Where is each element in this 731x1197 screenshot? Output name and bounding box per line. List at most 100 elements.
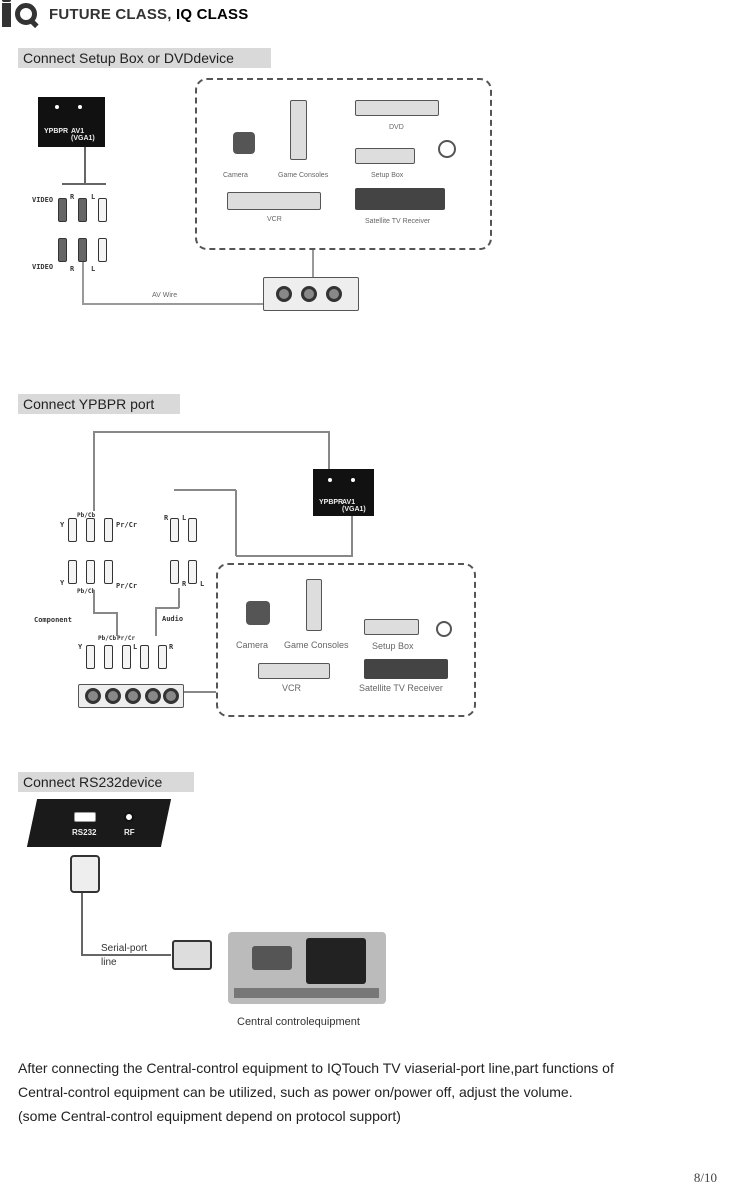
bottom-r-plug <box>158 645 167 669</box>
bottom-l-plug <box>140 645 149 669</box>
component-out-box <box>78 684 184 708</box>
bottom-l-label: L <box>133 643 138 651</box>
pb-plug-2 <box>86 560 95 584</box>
game-console-icon <box>290 100 307 160</box>
l-label-1: L <box>91 193 96 201</box>
l-label-2: L <box>91 265 96 273</box>
rca-jack-icon <box>276 286 292 302</box>
section1-title: Connect Setup Box or DVDdevice <box>18 48 271 68</box>
ypbpr-jack-icon <box>326 476 334 484</box>
section1-device-group: Camera Game Consoles DVD Setup Box VCR S… <box>195 78 492 250</box>
ypbpr-panel-wire <box>328 431 330 469</box>
section2-tv-panel: YPBPR AV1 (VGA1) <box>313 469 374 516</box>
game-console-icon <box>306 579 322 631</box>
rca-jack-icon <box>105 688 121 704</box>
ypbpr-top-wire <box>93 431 329 433</box>
audio-r-plug <box>170 518 179 542</box>
keypad-icon <box>306 938 366 984</box>
page-number: 8/10 <box>693 1170 717 1185</box>
audio-l-label: L <box>182 514 187 522</box>
av-wire-horizontal <box>82 303 266 305</box>
satellite-dish-icon <box>438 140 456 158</box>
cable-split <box>62 183 106 185</box>
satellite-receiver-icon <box>355 188 445 210</box>
io-ports-icon <box>234 988 379 998</box>
video-plug <box>58 198 67 222</box>
pr-plug <box>104 518 113 542</box>
av1-jack-icon <box>349 476 357 484</box>
r-plug-2 <box>78 238 87 262</box>
ypbpr-left-wire <box>93 431 95 511</box>
audio-upper-wire <box>174 489 236 491</box>
r-plug <box>78 198 87 222</box>
port-av1-label: AV1 (VGA1) <box>342 499 366 513</box>
satellite-receiver-icon <box>364 659 448 679</box>
component-bottom-wire <box>93 612 117 614</box>
box-to-group-wire <box>184 691 216 693</box>
av-out-box <box>263 277 359 311</box>
y-label-2: Y <box>60 579 65 587</box>
camera-icon <box>246 601 270 625</box>
serial-connector-icon <box>70 855 100 893</box>
audio-bottom-wire <box>155 607 179 609</box>
bottom-y-plug <box>86 645 95 669</box>
r-label-1: R <box>70 193 75 201</box>
satellite-dish-icon <box>436 621 452 637</box>
l-plug-2 <box>98 238 107 262</box>
audio-l-plug-2 <box>188 560 197 584</box>
rf-label: RF <box>124 828 135 837</box>
serial-adapter-icon <box>172 940 212 970</box>
section3-title: Connect RS232device <box>18 772 194 792</box>
rca-jack-icon <box>145 688 161 704</box>
video-plug-2 <box>58 238 67 262</box>
setup-box-icon <box>364 619 419 635</box>
audio-r-plug-2 <box>170 560 179 584</box>
central-control-label: Central controlequipment <box>237 1016 360 1028</box>
serial-cable <box>81 893 83 955</box>
brand-text: FUTURE CLASS, <box>49 6 172 23</box>
audio-panel-wire <box>351 516 353 556</box>
brand-text-2: IQ CLASS <box>175 6 249 23</box>
section3-tv-panel <box>26 799 172 847</box>
description-line-3: (some Central-control equipment depend o… <box>18 1108 401 1124</box>
camera-label: Camera <box>223 172 248 179</box>
bottom-pr-plug <box>122 645 131 669</box>
r-label-2: R <box>70 265 75 273</box>
pr-label: Pr/Cr <box>116 521 138 529</box>
y-plug-2 <box>68 560 77 584</box>
setup-box-label: Setup Box <box>372 641 414 651</box>
audio-top-wire <box>236 555 353 557</box>
video-label-2: VIDEO <box>32 263 54 271</box>
section2-title: Connect YPBPR port <box>18 394 180 414</box>
av-wire-label: AV Wire <box>152 292 178 299</box>
audio-left-wire <box>235 490 237 556</box>
pr-label-2: Pr/Cr <box>116 582 138 590</box>
pb-label: Pb/Cb <box>77 512 96 519</box>
component-down-wire <box>93 590 95 612</box>
ypbpr-jack-icon <box>53 103 61 111</box>
rca-jack-icon <box>301 286 317 302</box>
port-ypbpr-label: YPBPR <box>44 128 69 135</box>
audio-down-wire <box>178 588 180 608</box>
bottom-pr-label: Pr/Cr <box>117 635 136 642</box>
bottom-pb-plug <box>104 645 113 669</box>
bottom-y-label: Y <box>78 643 83 651</box>
vcr-label: VCR <box>282 683 302 693</box>
video-label-1: VIDEO <box>32 196 54 204</box>
central-control-device <box>228 932 386 1004</box>
rca-jack-icon <box>85 688 101 704</box>
vcr-label: VCR <box>267 216 282 223</box>
l-plug <box>98 198 107 222</box>
logo-q-icon <box>15 3 37 25</box>
page-header: FUTURE CLASS, IQ CLASS <box>0 0 400 34</box>
header-brand: FUTURE CLASS, IQ CLASS <box>49 6 248 23</box>
component-drop-wire <box>116 612 118 636</box>
rca-jack-icon <box>163 688 179 704</box>
control-buttons-icon <box>252 946 292 970</box>
port-av1-label: AV1 (VGA1) <box>71 128 95 142</box>
y-label: Y <box>60 521 65 529</box>
dvd-icon <box>355 100 439 116</box>
pb-label-2: Pb/Cb <box>77 588 96 595</box>
dvd-label: DVD <box>389 124 404 131</box>
av1-jack-icon <box>76 103 84 111</box>
